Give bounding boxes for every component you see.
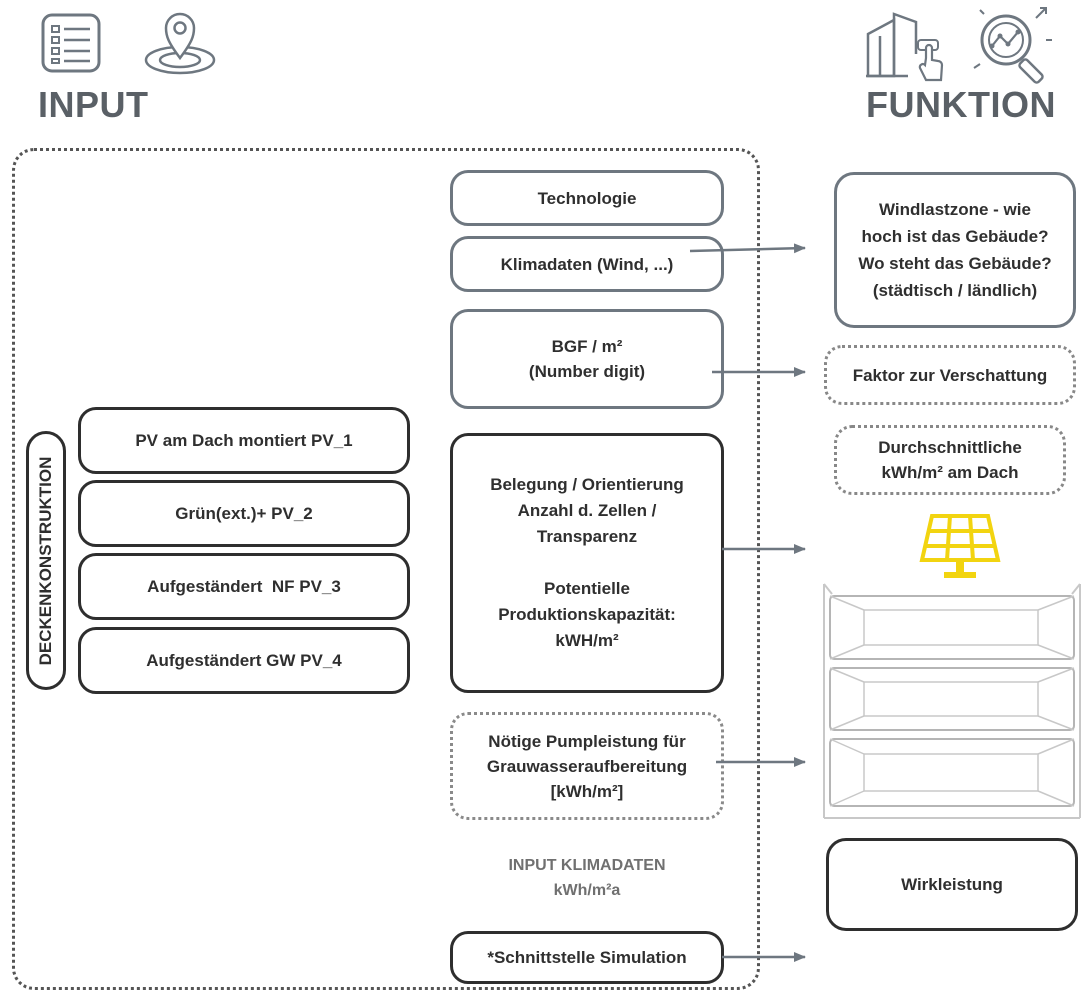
- pump-box: Nötige Pumpleistung für Grauwasseraufber…: [450, 712, 724, 820]
- input-frame: [12, 148, 760, 990]
- windlast-box: Windlastzone - wie hoch ist das Gebäude?…: [834, 172, 1076, 328]
- windlast-line: (städtisch / ländlich): [872, 281, 1038, 300]
- wirkleistung-label: Wirkleistung: [901, 875, 1003, 894]
- pv-option-4: Aufgeständert GW PV_4: [78, 627, 410, 694]
- belegung-line: Potentielle: [544, 579, 630, 598]
- pv-option-2: Grün(ext.)+ PV_2: [78, 480, 410, 547]
- pv-option-label: Aufgeständert NF PV_3: [147, 577, 341, 596]
- deckenkonstruktion-label: [26, 431, 66, 690]
- arrow-klimadaten: [689, 243, 806, 254]
- technologie-box: Technologie: [450, 170, 724, 226]
- windlast-line: Wo steht das Gebäude?: [858, 254, 1052, 273]
- solar-panel-icon: [919, 514, 1001, 578]
- windlast-line: Windlastzone - wie: [879, 200, 1031, 219]
- magnifier-chart-icon: [973, 7, 1052, 84]
- belegung-box: Belegung / Orientierung Anzahl d. Zellen…: [450, 433, 724, 693]
- bgf-sublabel: (Number digit): [528, 362, 646, 381]
- technologie-label: Technologie: [537, 188, 637, 208]
- durchschnitt-box: Durchschnittliche kWh/m² am Dach: [834, 425, 1066, 495]
- klimadaten-label: Klimadaten (Wind, ...): [500, 254, 674, 274]
- input-klimadaten-unit: kWh/m²a: [553, 882, 621, 899]
- pv-option-1: PV am Dach montiert PV_1: [78, 407, 410, 474]
- bgf-box: BGF / m² (Number digit): [450, 309, 724, 409]
- belegung-line: Belegung / Orientierung: [490, 475, 684, 494]
- building-touch-icon: [866, 12, 944, 82]
- pv-option-label: Grün(ext.)+ PV_2: [175, 504, 313, 523]
- schnittstelle-box: *Schnittstelle Simulation: [450, 931, 724, 984]
- belegung-line: Transparenz: [536, 527, 638, 546]
- funktion-heading: FUNKTION: [866, 84, 1056, 125]
- pump-line: Nötige Pumpleistung für: [488, 731, 686, 751]
- klimadaten-box: Klimadaten (Wind, ...): [450, 236, 724, 292]
- input-klimadaten-title: INPUT KLIMADATEN: [508, 857, 666, 874]
- schnittstelle-label: *Schnittstelle Simulation: [487, 948, 687, 967]
- pump-line: Grauwasseraufbereitung: [486, 756, 688, 776]
- input-heading: INPUT: [38, 84, 149, 125]
- pv-option-label: PV am Dach montiert PV_1: [135, 431, 353, 450]
- bgf-label: BGF / m²: [551, 337, 623, 356]
- belegung-line: Produktionskapazität:: [498, 605, 676, 624]
- list-icon: [41, 13, 101, 73]
- durchschnitt-line: Durchschnittliche: [878, 438, 1022, 457]
- pv-option-label: Aufgeständert GW PV_4: [146, 651, 342, 670]
- stacked-layers-icon: [823, 583, 1081, 819]
- wirkleistung-box: Wirkleistung: [826, 838, 1078, 931]
- pv-option-3: Aufgeständert NF PV_3: [78, 553, 410, 620]
- faktor-box: Faktor zur Verschattung: [824, 345, 1076, 405]
- windlast-line: hoch ist das Gebäude?: [861, 227, 1049, 246]
- belegung-line: kWH/m²: [555, 631, 619, 650]
- faktor-label: Faktor zur Verschattung: [852, 365, 1048, 385]
- belegung-line: Anzahl d. Zellen /: [517, 501, 657, 520]
- pump-line: [kWh/m²]: [550, 781, 624, 801]
- durchschnitt-line: kWh/m² am Dach: [881, 463, 1019, 482]
- input-klimadaten-text: INPUT KLIMADATEN kWh/m²a: [450, 853, 724, 903]
- location-pin-icon: [144, 12, 216, 75]
